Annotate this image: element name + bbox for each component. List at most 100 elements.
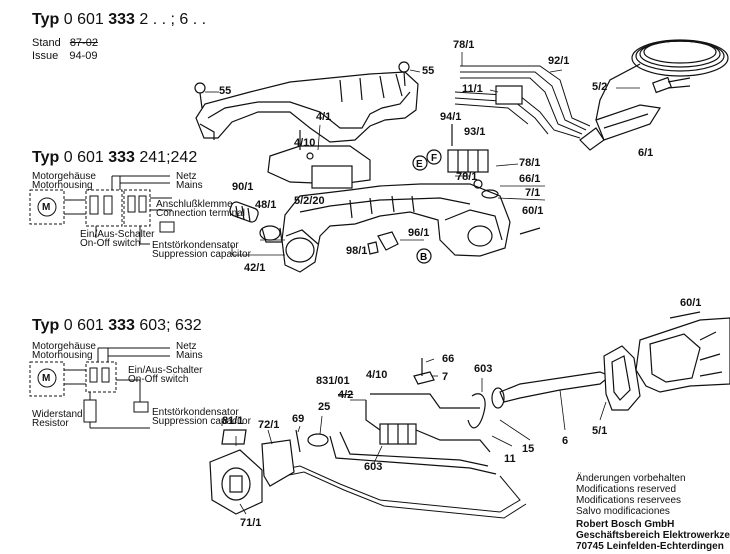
clip-96-1 [377, 231, 399, 251]
resistor-en: Resistor [32, 418, 69, 429]
cable-6 [491, 371, 612, 409]
part-label: 81/1 [222, 415, 244, 427]
wiring-diagram-241-242 [29, 175, 175, 245]
clip-98-1 [367, 241, 379, 255]
netz-label: Netz [176, 341, 197, 352]
cable-gland-90-1 [229, 201, 259, 223]
capacitor-de: Entstörkondensator [152, 240, 239, 251]
part-label: 90/1 [232, 181, 254, 193]
capacitor-en: Suppression capacitor [152, 416, 251, 427]
part-label: 5/2/20 [294, 195, 325, 207]
company-division: Geschäftsbereich Elektrowerkzeuge [576, 530, 730, 541]
plate-81-1 [221, 429, 247, 445]
cable-sleeve-6-1 [579, 104, 661, 151]
model-bold: 333 [108, 149, 135, 166]
typ-heading-241: Typ 0 601 333 241;242 [32, 150, 197, 166]
part-label: 7/1 [525, 187, 541, 199]
motor-housing [281, 183, 511, 273]
capacitor-de: Entstörkondensator [152, 407, 239, 418]
part-label: 94/1 [440, 111, 462, 123]
issue-label: Issue [32, 50, 59, 62]
footer-line-de: Änderungen vorbehalten [576, 473, 686, 484]
wiring-diagram-603-632 [29, 347, 170, 429]
typ-heading-main: Typ 0 601 333 2 . . ; 6 . . [32, 12, 206, 28]
part-label: 4/1 [316, 111, 332, 123]
part-label: 71/1 [240, 517, 262, 529]
issue-value: 94-09 [69, 50, 98, 62]
capacitor-en: Suppression capacitor [152, 249, 251, 260]
handle-housing [635, 317, 730, 393]
typ-label: Typ [32, 11, 60, 28]
part-label: 78/1 [453, 39, 475, 51]
resistor-de: Widerstand [32, 409, 83, 420]
model-prefix: 0 601 [63, 11, 104, 28]
stand-row: Stand 87-02 [32, 38, 98, 49]
label-e: E [416, 159, 423, 170]
typ-heading-603: Typ 0 601 333 603; 632 [32, 318, 202, 334]
part-label: 603 [474, 363, 493, 375]
part-label: 42/1 [244, 262, 266, 274]
motor-housing-en: Motorhousing [32, 350, 93, 361]
clamp-7-1 [481, 189, 499, 199]
typ-label: Typ [32, 149, 60, 166]
clamp-7 [413, 371, 435, 385]
model-prefix: 0 601 [63, 317, 104, 334]
motor-symbol: M [42, 373, 51, 384]
connector-block-11-1 [495, 85, 523, 105]
part-25 [307, 433, 329, 447]
label-b-circle [416, 248, 432, 264]
label-b: B [420, 252, 427, 263]
model-suffix: 241;242 [139, 149, 198, 166]
part-label: 11 [504, 453, 516, 465]
issue-row: Issue 94-09 [32, 51, 98, 62]
part-label: 5/2 [592, 81, 608, 93]
terminal-de: Anschlußklemme [156, 199, 233, 210]
part-label: 78/1 [456, 171, 478, 183]
part-label: 60/1 [522, 205, 544, 217]
footer-line-es: Salvo modificaciones [576, 506, 670, 517]
part-label: 7 [442, 371, 449, 383]
switch-de: Ein/Aus-Schalter [80, 229, 155, 240]
part-label: 4/10 [294, 137, 316, 149]
end-cap-71-1 [209, 449, 263, 515]
screw-55-right [398, 61, 410, 87]
part-label: 48/1 [255, 199, 277, 211]
stand-value: 87-02 [69, 37, 98, 49]
mains-label: Mains [176, 350, 203, 361]
leader-lines-bottom [235, 358, 607, 515]
part-label: 78/1 [519, 157, 541, 169]
part-label: 603 [364, 461, 383, 473]
switch-assembly [267, 130, 371, 189]
part-label: 831/01 [316, 375, 350, 387]
part-label: 96/1 [408, 227, 430, 239]
mains-label: Mains [176, 180, 203, 191]
label-f: F [431, 153, 437, 164]
part-label: 72/1 [258, 419, 280, 431]
motor-housing-en: Motorhousing [32, 180, 93, 191]
company-name: Robert Bosch GmbH [576, 519, 675, 530]
screw-69 [295, 429, 301, 453]
switch-en: On-Off switch [128, 374, 189, 385]
stand-label: Stand [32, 37, 61, 49]
part-label: 69 [292, 413, 305, 425]
part-label: 15 [522, 443, 535, 455]
washer-66-1 [473, 179, 483, 189]
leader-lines-top [205, 52, 640, 256]
screw-60-1-top [519, 227, 541, 235]
frame-5-1 [603, 345, 641, 411]
typ-label: Typ [32, 317, 60, 334]
model-suffix: 2 . . ; 6 . . [139, 11, 207, 28]
motor-housing-de: Motorgehäuse [32, 171, 96, 182]
switch-de: Ein/Aus-Schalter [128, 365, 203, 376]
part-label: 6/1 [638, 147, 654, 159]
footer-line-en: Modifications reserved [576, 484, 677, 495]
motor-symbol: M [42, 202, 51, 213]
footer-line-fr: Modifications reservees [576, 495, 682, 506]
part-label: 66/1 [519, 173, 541, 185]
terminal-en: Connection terminal [156, 208, 245, 219]
part-label: 55 [422, 65, 435, 77]
clip-72-1 [261, 439, 295, 487]
part-label: 11/1 [462, 83, 483, 95]
terminal-block [412, 149, 489, 173]
